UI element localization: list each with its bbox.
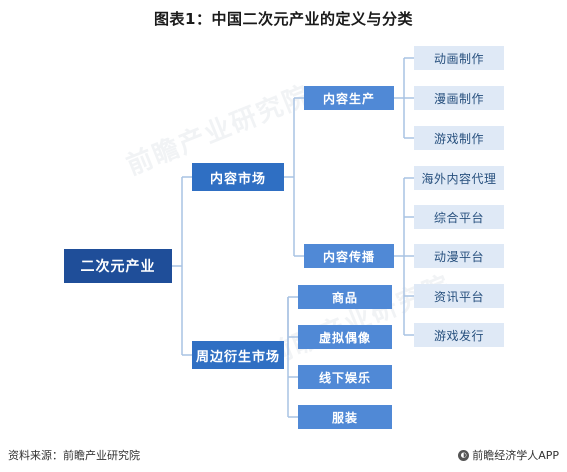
brand-label: 前瞻经济学人APP <box>472 449 559 462</box>
leaf-overseas-agency: 海外内容代理 <box>414 166 504 190</box>
node-derivative-market: 周边衍生市场 <box>192 341 284 369</box>
figure-title: 图表1：中国二次元产业的定义与分类 <box>154 10 413 28</box>
brand-credit: ◐ 前瞻经济学人APP <box>458 447 559 463</box>
root-node: 二次元产业 <box>64 249 172 283</box>
leaf-game-production: 游戏制作 <box>414 126 504 150</box>
node-content-production: 内容生产 <box>304 86 394 110</box>
node-content-distribution: 内容传播 <box>304 244 394 268</box>
leaf-manga-production: 漫画制作 <box>414 86 504 110</box>
leaf-virtual-idol: 虚拟偶像 <box>298 325 392 349</box>
leaf-game-publishing: 游戏发行 <box>414 323 504 347</box>
node-content-market: 内容市场 <box>192 163 284 191</box>
leaf-general-platform: 综合平台 <box>414 205 504 229</box>
leaf-animation-production: 动画制作 <box>414 46 504 70</box>
leaf-merchandise: 商品 <box>298 285 392 309</box>
leaf-news-platform: 资讯平台 <box>414 284 504 308</box>
leaf-apparel: 服装 <box>298 405 392 429</box>
leaf-anime-platform: 动漫平台 <box>414 244 504 268</box>
qianzhan-logo-icon: ◐ <box>458 449 470 461</box>
leaf-offline-entertainment: 线下娱乐 <box>298 365 392 389</box>
source-note: 资料来源：前瞻产业研究院 <box>8 449 140 462</box>
